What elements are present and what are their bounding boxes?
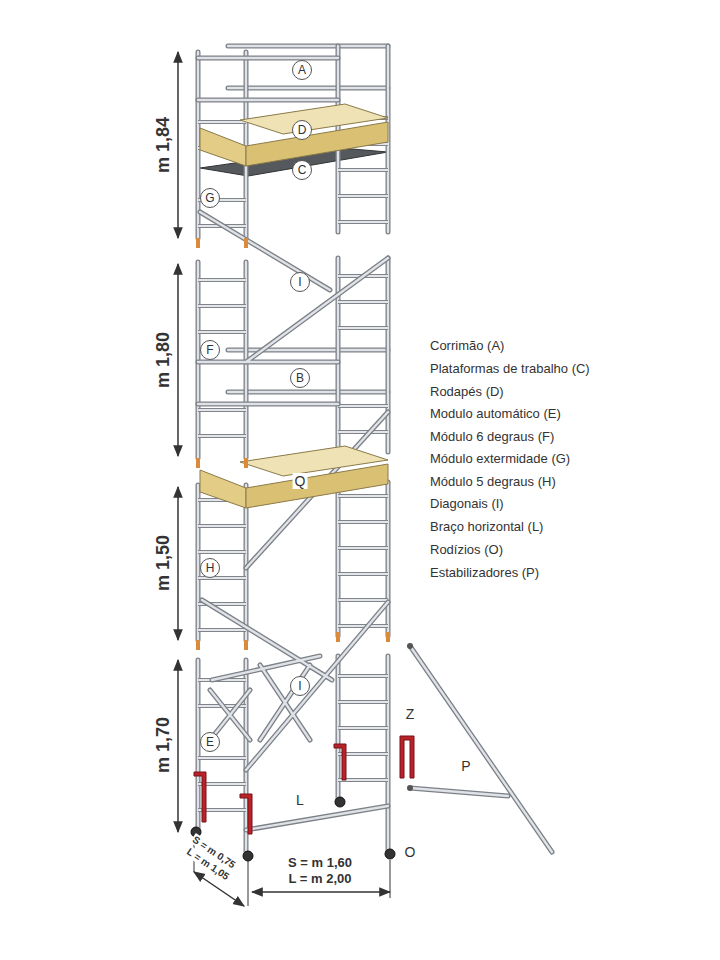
post-tube — [198, 46, 388, 852]
callout-letter: F — [200, 340, 220, 360]
dimension: m 1,70 — [153, 715, 174, 775]
legend-text: Rodapés (D) — [430, 384, 504, 399]
dimension: m 1,50 — [153, 533, 174, 593]
toe-board — [246, 464, 388, 508]
callout-letter: L — [294, 792, 306, 808]
castor — [243, 851, 253, 861]
stabilizer-clamp — [407, 785, 413, 791]
stabilizer — [407, 643, 552, 852]
toe-board — [246, 122, 388, 166]
dimension-arrow — [177, 487, 179, 640]
dimension: m 1,80 — [153, 330, 174, 390]
legend-text: Plataformas de trabalho (C) — [430, 361, 590, 376]
rung-tube — [198, 118, 388, 810]
legend-text: Corrimão (A) — [430, 338, 504, 353]
legend-text: Módulo 5 degraus (H) — [430, 474, 556, 489]
coupler — [240, 794, 252, 834]
rails-diagonals — [198, 58, 388, 830]
dimension-arrow — [177, 264, 179, 456]
dimension-arrow — [177, 52, 179, 238]
legend-text: Braço horizontal (L) — [430, 519, 543, 534]
legend-text: Modulo automático (E) — [430, 406, 561, 421]
tube — [198, 58, 388, 830]
dimension: m 1,84 — [153, 115, 174, 175]
legend-text: Módulo 6 degraus (F) — [430, 429, 554, 444]
extension-line — [248, 860, 249, 906]
dimension: S = m 1,60 — [287, 855, 353, 870]
pin — [196, 458, 200, 468]
toe-boards — [200, 104, 388, 508]
legend-text: Rodízios (O) — [430, 542, 503, 557]
stabilizer-tube — [410, 646, 552, 852]
coupling-pins — [196, 238, 390, 650]
pin — [386, 632, 390, 642]
callout-letter: Z — [404, 706, 417, 722]
callout-letter: P — [459, 758, 472, 774]
pin — [336, 632, 340, 642]
extension-line — [390, 860, 391, 898]
pin — [244, 238, 248, 248]
callout-letter: B — [290, 368, 310, 388]
toe-board — [200, 128, 246, 166]
stabilizer-clamp — [407, 643, 413, 649]
pin — [244, 640, 248, 650]
castor — [335, 797, 345, 807]
legend-text: Módulo extermidade (G) — [430, 451, 570, 466]
pin — [244, 458, 248, 468]
callout-letter: Q — [293, 473, 308, 489]
coupler — [334, 744, 346, 780]
rung-tube — [198, 118, 388, 810]
post-tube — [198, 46, 388, 852]
toe-board — [200, 470, 246, 508]
coupler — [400, 736, 414, 778]
callout-letter: I — [290, 676, 310, 696]
dimension-lines — [178, 52, 390, 906]
pin — [196, 238, 200, 248]
dimension-arrow — [252, 891, 390, 893]
legend-text: Estabilizadores (P) — [430, 565, 539, 580]
base-couplers — [194, 736, 414, 834]
pin — [196, 640, 200, 650]
callout-letter: O — [403, 844, 418, 860]
legend-text: Diagonais (I) — [430, 496, 504, 511]
tube — [198, 58, 388, 830]
callout-letter: E — [200, 732, 220, 752]
ladder-rungs — [198, 118, 388, 810]
callout-letter: H — [200, 558, 220, 578]
callout-letter: C — [292, 160, 312, 180]
coupler — [194, 772, 206, 822]
stabilizer-tube — [410, 646, 552, 852]
frame-posts — [198, 46, 388, 852]
dimension: L = m 2,00 — [288, 871, 353, 886]
callout-letter: I — [290, 272, 310, 292]
callout-letter: A — [292, 60, 312, 80]
callout-letter: D — [292, 120, 312, 140]
castor — [385, 849, 395, 859]
callout-letter: G — [200, 188, 220, 208]
dimension-arrow — [177, 660, 179, 832]
